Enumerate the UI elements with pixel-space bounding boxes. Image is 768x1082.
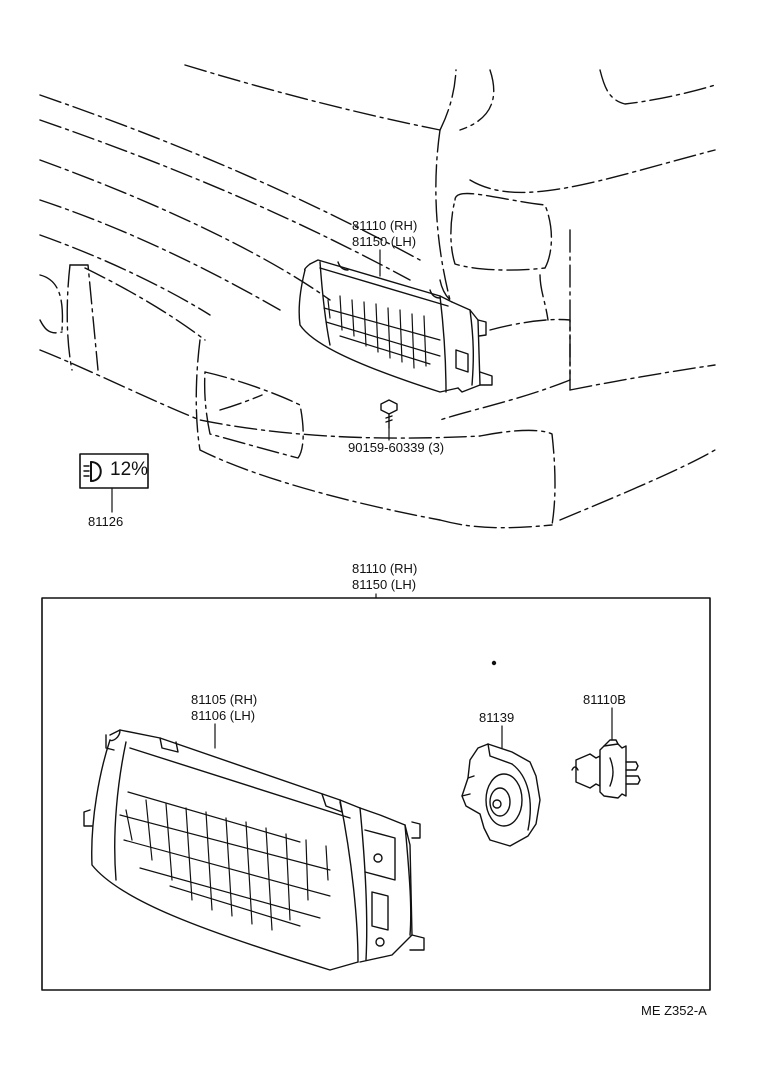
- exploded-view-frame: [41, 597, 711, 991]
- screw-drawing: [380, 399, 398, 429]
- aim-label-pictogram: [79, 453, 149, 489]
- bulb-drawing: [571, 739, 641, 799]
- headlamp-unit-drawing: [83, 729, 425, 971]
- callout-screw: 90159-60339 (3): [348, 440, 445, 455]
- callout-unit-lh: 81106 (LH): [191, 708, 256, 723]
- callout-bulb: 81110B: [583, 692, 626, 707]
- callout-unit-rh: 81105 (RH): [191, 692, 258, 707]
- aim-label-percent: 12%: [110, 459, 149, 480]
- headlamp-installed-drawing: [298, 259, 493, 393]
- callout-assembly-lh: 81150 (LH): [352, 577, 417, 592]
- vehicle-body-outline: [39, 64, 716, 529]
- callout-socket: 81139: [479, 710, 515, 725]
- callout-assembly-rh: 81110 (RH): [352, 561, 418, 576]
- callout-label-part: 81126: [88, 514, 124, 529]
- callout-headlamp-top-rh: 81110 (RH): [352, 218, 418, 233]
- leader-lines-top: [111, 249, 390, 599]
- socket-drawing: [461, 660, 541, 847]
- figure-reference: ME Z352-A: [641, 1003, 707, 1018]
- callout-headlamp-top-lh: 81150 (LH): [352, 234, 417, 249]
